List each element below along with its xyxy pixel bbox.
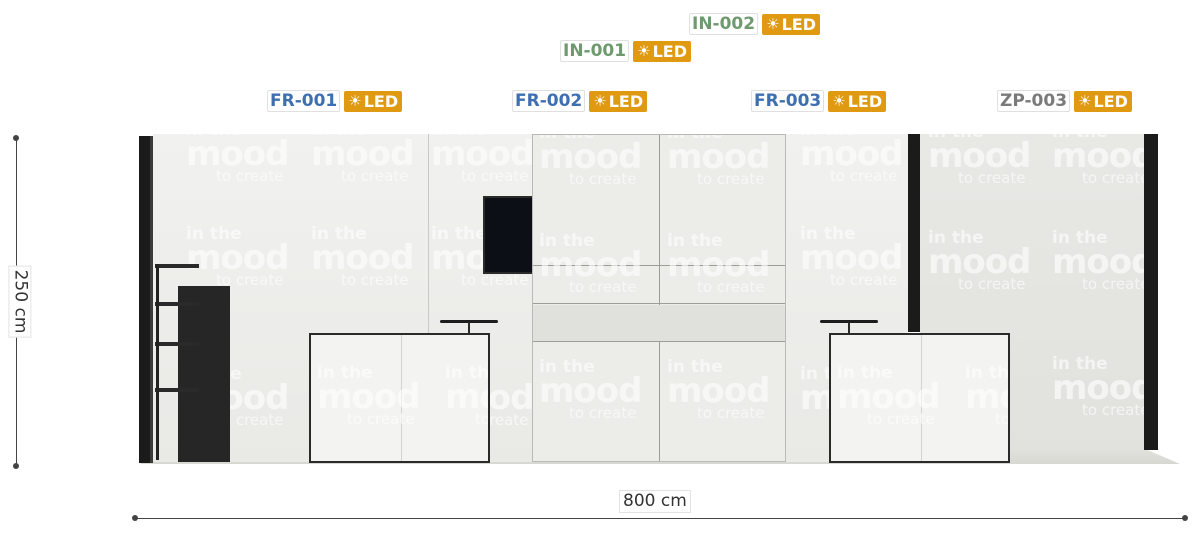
counter-seam	[401, 335, 402, 461]
cabinet-line	[533, 303, 785, 304]
label-code: ZP-003	[997, 90, 1071, 112]
sun-icon: ☀	[637, 41, 651, 60]
counter-top	[829, 333, 1010, 335]
label-in-001: IN-001 ☀LED	[560, 40, 691, 62]
width-dimension-line	[135, 518, 1185, 519]
label-code: FR-002	[512, 90, 586, 112]
cabinet-band	[533, 305, 785, 341]
label-code: IN-001	[560, 40, 630, 62]
label-code: IN-002	[689, 13, 759, 35]
led-badge: ☀LED	[344, 90, 403, 112]
label-code: FR-003	[751, 90, 825, 112]
cabinet-line	[533, 265, 785, 266]
wall-seam	[428, 134, 429, 462]
cabinet-divider	[659, 135, 660, 461]
table-top	[440, 320, 498, 323]
label-code: FR-001	[267, 90, 341, 112]
height-dimension-end	[13, 135, 19, 141]
right-frame-post	[1144, 134, 1158, 450]
height-dimension-label: 250 cm	[8, 265, 32, 338]
shelf	[155, 302, 199, 306]
sun-icon: ☀	[832, 91, 846, 110]
shelf	[155, 342, 199, 346]
label-fr-003: FR-003 ☀LED	[751, 90, 887, 112]
sun-icon: ☀	[593, 91, 607, 110]
width-dimension-end	[1182, 515, 1188, 521]
led-badge: ☀LED	[762, 13, 820, 35]
shelf	[155, 264, 199, 268]
left-frame-post	[139, 136, 153, 463]
shelf	[155, 388, 199, 392]
led-badge: ☀LED	[633, 40, 691, 62]
led-badge: ☀LED	[1074, 90, 1132, 112]
label-fr-002: FR-002 ☀LED	[512, 90, 648, 112]
label-zp-003: ZP-003 ☀LED	[997, 90, 1132, 112]
width-dimension-label: 800 cm	[619, 490, 691, 513]
sun-icon: ☀	[348, 91, 362, 110]
label-in-002: IN-002 ☀LED	[689, 13, 820, 35]
height-dimension-end	[13, 463, 19, 469]
cabinet-line	[533, 341, 785, 342]
tv-screen	[483, 196, 534, 274]
led-badge: ☀LED	[828, 90, 887, 112]
center-right-post	[908, 134, 920, 332]
counter-top	[309, 333, 490, 335]
shelf-rack	[178, 286, 230, 462]
width-dimension-end	[132, 515, 138, 521]
counter-seam	[921, 335, 922, 461]
led-badge: ☀LED	[589, 90, 648, 112]
shelf-support	[156, 264, 159, 460]
table-top	[820, 320, 878, 323]
label-fr-001: FR-001 ☀LED	[267, 90, 403, 112]
sun-icon: ☀	[1078, 91, 1092, 110]
left-inner-post	[150, 136, 153, 463]
sun-icon: ☀	[766, 14, 780, 33]
